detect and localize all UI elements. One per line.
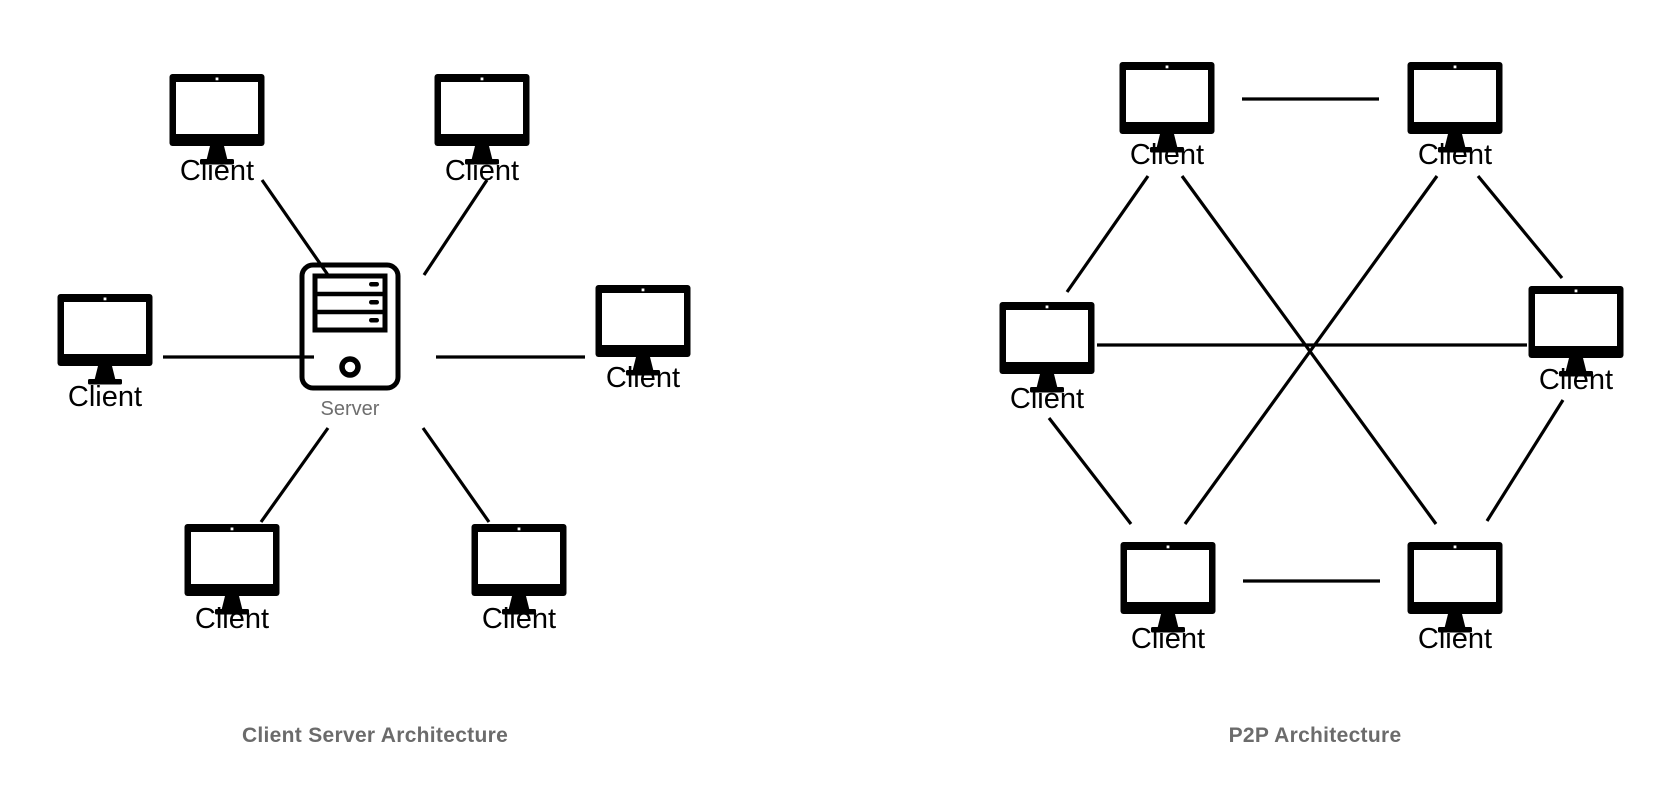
client-node-top-left[interactable]: Client <box>169 74 265 187</box>
peer-node-top-right[interactable]: Client <box>1407 62 1503 171</box>
server-tower-icon <box>299 262 401 391</box>
peer-node-left[interactable]: Client <box>999 302 1095 415</box>
monitor-icon <box>169 74 265 165</box>
client-node-bottom-right[interactable]: Client <box>471 524 567 635</box>
monitor-icon <box>471 524 567 615</box>
link-peer-top-left-bottom-right <box>1180 175 1438 525</box>
link-client-top-left-server <box>260 179 330 276</box>
peer-node-bottom-right[interactable]: Client <box>1407 542 1503 655</box>
client-label: Client <box>1418 623 1492 655</box>
p2p-links <box>1047 97 1565 583</box>
server-label: Server <box>321 398 380 420</box>
monitor-icon <box>434 74 530 165</box>
p2p-diagram: Client Client Client Client Client Clien <box>999 62 1624 747</box>
client-label: Client <box>1130 139 1204 171</box>
client-label: Client <box>1539 364 1613 396</box>
link-client-top-right-server <box>422 179 489 276</box>
client-label: Client <box>1010 383 1084 415</box>
peer-node-top-left[interactable]: Client <box>1119 62 1215 171</box>
client-node-top-right[interactable]: Client <box>434 74 530 187</box>
link-peer-top-right-right <box>1476 174 1564 280</box>
client-label: Client <box>606 362 680 394</box>
client-label: Client <box>482 603 556 635</box>
client-label: Client <box>1131 623 1205 655</box>
monitor-icon <box>57 294 153 385</box>
link-peer-top-right-bottom-left <box>1183 175 1439 525</box>
link-server-client-bottom-left <box>259 427 330 523</box>
link-peer-right-bottom-right <box>1485 399 1565 522</box>
link-server-client-bottom-right <box>421 427 491 523</box>
server-node[interactable]: Server <box>299 262 401 420</box>
monitor-icon <box>1120 542 1216 633</box>
monitor-icon <box>184 524 280 615</box>
client-label: Client <box>180 155 254 187</box>
client-server-caption: Client Server Architecture <box>242 724 508 747</box>
client-label: Client <box>195 603 269 635</box>
client-server-links <box>163 179 585 523</box>
client-node-bottom-left[interactable]: Client <box>184 524 280 635</box>
client-server-diagram: Server Client Client Client Client <box>57 74 691 747</box>
peer-node-right[interactable]: Client <box>1528 286 1624 396</box>
client-label: Client <box>1418 139 1492 171</box>
link-peer-left-bottom-left <box>1047 417 1133 525</box>
client-node-right[interactable]: Client <box>595 285 691 394</box>
client-node-left[interactable]: Client <box>57 294 153 413</box>
client-label: Client <box>445 155 519 187</box>
client-label: Client <box>68 381 142 413</box>
monitor-icon <box>999 302 1095 393</box>
peer-node-bottom-left[interactable]: Client <box>1120 542 1216 655</box>
monitor-icon <box>1407 542 1503 633</box>
p2p-caption: P2P Architecture <box>1229 724 1402 747</box>
monitor-icon <box>1528 286 1624 377</box>
link-peer-top-left-left <box>1065 175 1150 293</box>
